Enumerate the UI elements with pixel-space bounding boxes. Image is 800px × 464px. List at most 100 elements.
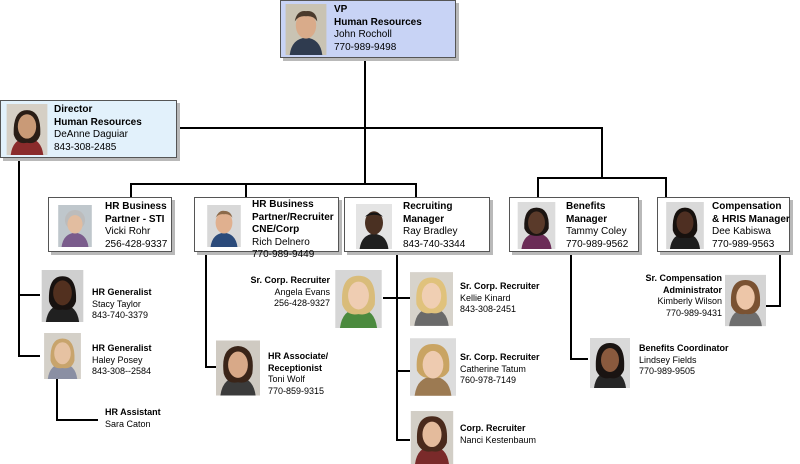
- connector-line: [570, 252, 572, 360]
- compensation-manager-subtitle: & HRIS Manager: [712, 213, 790, 225]
- connector-line: [396, 370, 410, 372]
- staff-card-assistant[interactable]: HR Assistant Sara Caton: [105, 407, 161, 430]
- staff-phone: 843-308-2451: [460, 304, 517, 314]
- benefits-manager-name: Tammy Coley: [566, 226, 627, 237]
- benefits-manager-card[interactable]: Benefits Manager Tammy Coley 770-989-956…: [509, 197, 639, 252]
- staff-card-sr-recruiter-kellie[interactable]: Sr. Corp. Recruiter Kellie Kinard 843-30…: [460, 281, 540, 316]
- staff-title: Benefits Coordinator: [639, 343, 729, 353]
- recruiting-manager-card[interactable]: Recruiting Manager Ray Bradley 843-740-3…: [344, 197, 490, 252]
- portrait-photo: [56, 205, 94, 247]
- staff-card-corp-recruiter[interactable]: Corp. Recruiter Nanci Kestenbaum: [460, 423, 536, 446]
- connector-line: [601, 127, 603, 178]
- connector-line: [383, 297, 410, 299]
- connector-line: [245, 183, 247, 198]
- staff-card-generalist-1[interactable]: HR Generalist Stacy Taylor 843-740-3379: [92, 287, 152, 322]
- staff-title: HR Assistant: [105, 407, 161, 417]
- director-card[interactable]: Director Human Resources DeAnne Daguiar …: [0, 100, 177, 158]
- vp-department: Human Resources: [334, 16, 422, 28]
- staff-subtitle: Receptionist: [268, 362, 323, 373]
- connector-line: [396, 252, 398, 440]
- portrait-photo: [410, 411, 454, 464]
- connector-line: [18, 294, 40, 296]
- staff-card-generalist-2[interactable]: HR Generalist Haley Posey 843-308--2584: [92, 343, 152, 378]
- hr-partner-recruiter-name: Rich Delnero: [252, 236, 310, 248]
- benefits-manager-info: Benefits Manager Tammy Coley 770-989-956…: [566, 201, 628, 251]
- connector-line: [18, 158, 20, 356]
- hr-partner-recruiter-phone: 770-989-9449: [252, 249, 315, 260]
- connector-line: [570, 358, 588, 360]
- portrait-photo: [204, 205, 244, 247]
- staff-name: Catherine Tatum: [460, 363, 526, 374]
- portrait-photo: [514, 202, 559, 249]
- connector-line: [18, 355, 40, 357]
- vp-phone: 770-989-9498: [334, 41, 397, 53]
- hr-business-partner-info: HR Business Partner - STI Vicki Rohr 256…: [105, 201, 167, 251]
- recruiting-manager-subtitle: Manager: [403, 213, 445, 225]
- staff-card-sr-recruiter-angela[interactable]: Sr. Corp. Recruiter Angela Evans 256-428…: [245, 275, 330, 310]
- staff-title: HR Associate/: [268, 351, 329, 361]
- vp-info: VP Human Resources John Rocholl 770-989-…: [334, 4, 422, 54]
- vp-name: John Rocholl: [334, 29, 392, 40]
- staff-subtitle: Administrator: [662, 284, 722, 295]
- hr-partner-recruiter-card[interactable]: HR Business Partner/Recruiter CNE/Corp R…: [194, 197, 339, 260]
- portrait-photo: [216, 339, 260, 397]
- director-department: Human Resources: [54, 116, 142, 128]
- staff-name: Lindsey Fields: [639, 354, 697, 365]
- staff-title: Sr. Corp. Recruiter: [250, 275, 330, 285]
- connector-line: [364, 58, 366, 185]
- staff-title: Sr. Compensation: [645, 273, 722, 283]
- director-info: Director Human Resources DeAnne Daguiar …: [54, 104, 142, 154]
- portrait-photo: [352, 204, 396, 249]
- staff-name: Toni Wolf: [268, 374, 305, 384]
- staff-title: Sr. Corp. Recruiter: [460, 352, 540, 362]
- portrait-photo: [40, 270, 85, 322]
- vp-title: VP: [334, 4, 348, 15]
- recruiting-manager-name: Ray Bradley: [403, 226, 458, 237]
- hr-business-partner-subtitle: Partner - STI: [105, 213, 165, 225]
- connector-line: [176, 127, 603, 129]
- portrait-photo: [334, 270, 383, 328]
- recruiting-manager-info: Recruiting Manager Ray Bradley 843-740-3…: [403, 201, 465, 251]
- connector-line: [205, 366, 217, 368]
- hr-business-partner-title: HR Business: [105, 201, 167, 212]
- portrait-photo: [5, 104, 49, 155]
- portrait-photo: [410, 338, 456, 396]
- recruiting-manager-title: Recruiting: [403, 201, 453, 212]
- vp-card[interactable]: VP Human Resources John Rocholl 770-989-…: [280, 0, 456, 58]
- staff-title: Sr. Corp. Recruiter: [460, 281, 540, 291]
- staff-card-sr-recruiter-catherine[interactable]: Sr. Corp. Recruiter Catherine Tatum 760-…: [460, 352, 540, 387]
- connector-line: [537, 177, 667, 179]
- connector-line: [56, 419, 98, 421]
- hr-business-partner-name: Vicki Rohr: [105, 226, 151, 237]
- staff-name: Stacy Taylor: [92, 298, 141, 309]
- connector-line: [779, 252, 781, 307]
- staff-phone: 770-989-9505: [639, 366, 696, 376]
- hr-business-partner-card[interactable]: HR Business Partner - STI Vicki Rohr 256…: [48, 197, 172, 252]
- staff-phone: 843-308--2584: [92, 366, 152, 376]
- hr-partner-recruiter-title: HR Business: [252, 199, 314, 210]
- compensation-manager-title: Compensation: [712, 201, 782, 212]
- connector-line: [130, 183, 132, 198]
- connector-line: [665, 177, 667, 198]
- compensation-manager-card[interactable]: Compensation & HRIS Manager Dee Kabiswa …: [657, 197, 790, 252]
- compensation-manager-phone: 770-989-9563: [712, 238, 775, 250]
- benefits-manager-phone: 770-989-9562: [566, 238, 629, 250]
- staff-phone: 843-740-3379: [92, 310, 149, 320]
- staff-card-benefits-coordinator[interactable]: Benefits Coordinator Lindsey Fields 770-…: [639, 343, 729, 378]
- staff-name: Haley Posey: [92, 354, 143, 365]
- hr-partner-recruiter-info: HR Business Partner/Recruiter CNE/Corp R…: [252, 199, 334, 262]
- compensation-manager-name: Dee Kabiswa: [712, 226, 771, 237]
- hr-business-partner-phone: 256-428-9337: [105, 238, 168, 250]
- staff-name: Sara Caton: [105, 418, 151, 429]
- hr-partner-recruiter-unit: CNE/Corp: [252, 224, 300, 235]
- staff-title: Corp. Recruiter: [460, 423, 526, 433]
- recruiting-manager-phone: 843-740-3344: [403, 238, 466, 250]
- staff-name: Angela Evans: [274, 286, 330, 297]
- staff-phone: 770-989-9431: [665, 307, 722, 318]
- staff-card-comp-admin[interactable]: Sr. Compensation Administrator Kimberly …: [630, 273, 722, 319]
- director-phone: 843-308-2485: [54, 141, 117, 153]
- benefits-manager-subtitle: Manager: [566, 213, 608, 225]
- staff-card-associate[interactable]: HR Associate/ Receptionist Toni Wolf 770…: [268, 351, 328, 397]
- portrait-photo: [285, 4, 327, 55]
- portrait-photo: [725, 274, 766, 327]
